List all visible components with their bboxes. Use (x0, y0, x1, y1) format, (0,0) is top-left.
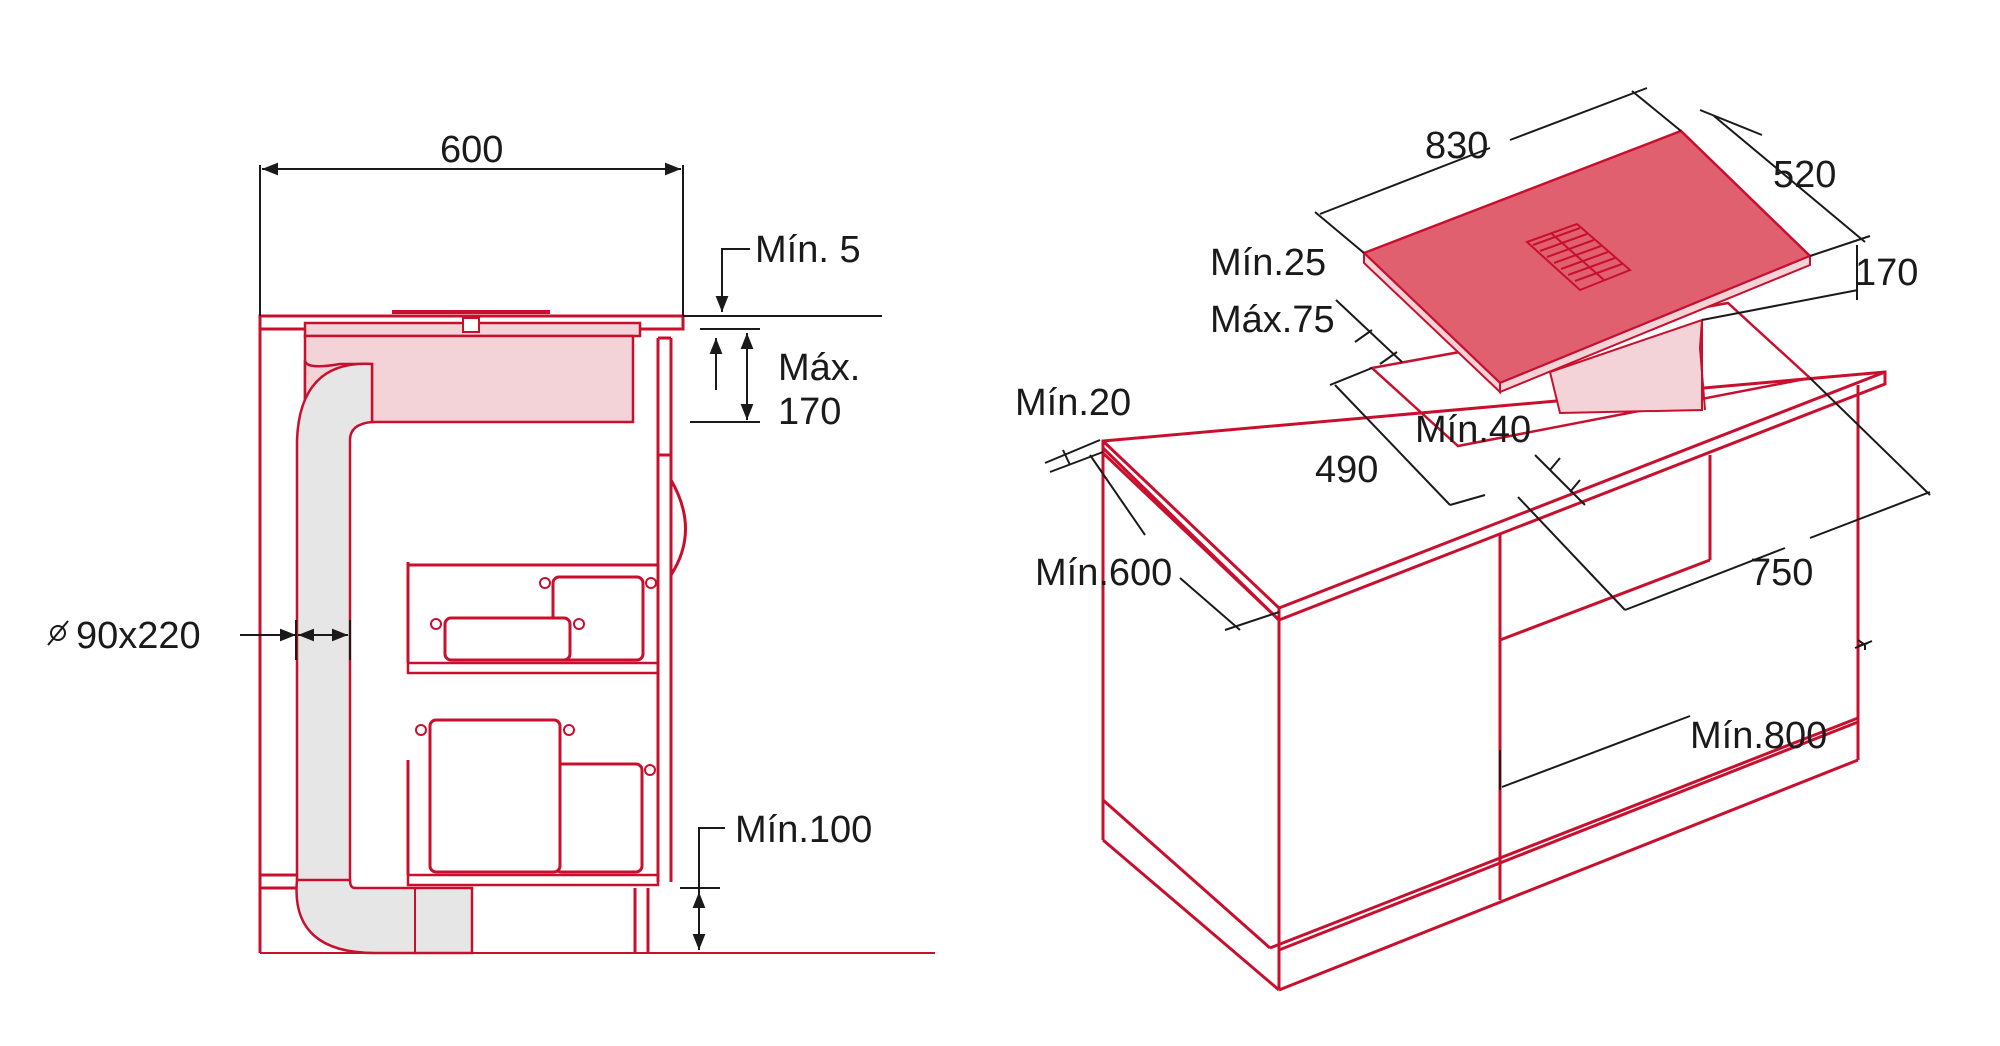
iso-drawer-line (1499, 558, 1711, 642)
dim-600-iso-ext (1224, 611, 1280, 631)
iso-cab-bottom-front (1278, 758, 1859, 992)
dim-min40-line (1534, 454, 1586, 506)
dim-600-iso-line-2 (1179, 577, 1241, 631)
dim-800-line-a (1501, 715, 1691, 788)
width-600-label: 600 (440, 129, 503, 171)
plinth-min-100-label: Mín.100 (735, 809, 872, 851)
lower-shelf (406, 873, 660, 887)
dim-min20-line-2 (1049, 451, 1104, 473)
iso-worktop-front-bottom (1101, 451, 1281, 622)
iso-plinth-front (1269, 716, 1859, 950)
iso-hob-side-edge (1499, 254, 1811, 394)
dim-490-line (1334, 384, 1451, 506)
duct-size-label: 90x220 (76, 615, 201, 657)
worktop-min-20-label: Mín.20 (1015, 382, 1131, 424)
dim-750-ext-2 (1517, 496, 1626, 611)
iso-plinth-front-2 (1278, 720, 1859, 952)
vent-grille-icon (1525, 222, 1632, 292)
edge-min-25-label: Mín.25 (1210, 242, 1326, 284)
cutout-depth-490-label: 490 (1315, 449, 1378, 491)
hob-width-520-label: 520 (1773, 154, 1836, 196)
section-symbol-icon (47, 620, 69, 646)
cabinet-width-min-800-label: Mín.800 (1690, 715, 1827, 757)
dim-490-ext-2 (1449, 494, 1486, 506)
dim-830-line-a (1319, 147, 1491, 215)
dim-750-ext (1809, 377, 1931, 496)
dim-520-ext (1699, 109, 1763, 136)
dim-min20-tick (1062, 449, 1071, 466)
iso-hob-box-edge (1699, 319, 1703, 349)
pot-lower-front (415, 718, 575, 874)
gap-min-5-label: Mín. 5 (755, 229, 861, 271)
dim-min40-tick-1 (1549, 457, 1561, 471)
rear-min-40-label: Mín.40 (1415, 409, 1531, 451)
hob-length-830-label: 830 (1425, 125, 1488, 167)
dim-520-line (1713, 115, 1866, 243)
pot-upper-front (430, 616, 585, 662)
dim-800-ext-4 (1854, 640, 1873, 649)
dim-min5-leader (715, 248, 750, 312)
pot-lower-back (553, 762, 656, 874)
iso-cab-bottom-left (1102, 838, 1280, 992)
depth-170-label: 170 (778, 391, 841, 433)
dim-edge-tick-1 (1354, 329, 1373, 343)
dim-min40-tick-2 (1569, 479, 1581, 493)
iso-view: 830 520 170 Mín.25 Máx.75 Mín.20 490 Mín… (1015, 87, 1931, 992)
dim-170-iso-ext (1701, 289, 1859, 321)
dim-min20-line-1 (1044, 439, 1101, 464)
dim-edge-tick-2 (1379, 351, 1398, 365)
duct-elbow-bottom (295, 878, 474, 955)
dim-750-line-a (1624, 547, 1786, 611)
iso-hob-box-edge-2 (1699, 347, 1706, 411)
hob-connector (462, 317, 480, 333)
cabinet-depth-min-600-label: Mín.600 (1035, 552, 1172, 594)
cutout-length-750-label: 750 (1750, 552, 1813, 594)
upper-shelf (406, 661, 660, 675)
iso-hob-box (1548, 318, 1703, 415)
iso-plinth-left (1102, 798, 1271, 950)
drawer-handle (669, 479, 687, 576)
dim-490-ext (1329, 367, 1373, 386)
dim-750-line-b (1809, 491, 1931, 539)
iso-worktop-side-edge (1278, 370, 1886, 610)
iso-worktop-front-edge (1101, 439, 1281, 610)
side-view: 600 Mín. 5 Máx. 170 90x220 Mín.100 (47, 129, 935, 955)
dim-520-ext-2 (1809, 235, 1871, 257)
edge-max-75-label: Máx.75 (1210, 299, 1335, 341)
dim-830-line-b (1509, 87, 1648, 141)
hob-height-170-label: 170 (1855, 252, 1918, 294)
dim-600-iso-line (1089, 454, 1146, 536)
dim-830-ext-right (1631, 90, 1682, 132)
depth-max-label: Máx. (778, 347, 860, 389)
dim-830-ext-left (1314, 211, 1365, 254)
